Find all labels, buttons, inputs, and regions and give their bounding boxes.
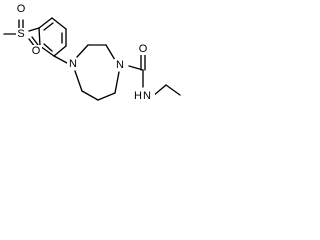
top-oxygen-label-background [16, 3, 27, 15]
carbonyl-oxygen-label-background [138, 43, 149, 55]
benzene-inner-double-bond-3 [43, 43, 53, 52]
benzene-bond-5 [39, 45, 55, 57]
right-nitrogen-label-background [114, 59, 126, 71]
diazepane-bond-right-nitrogen-to-lower-right-carbon [114, 71, 120, 94]
diazepane-bond-bottom-right [97, 92, 116, 101]
sulfur-to-aryl-bond [28, 27, 40, 32]
benzene-bond-4 [53, 45, 67, 57]
left-ring-nitrogen-label: N [69, 58, 77, 70]
amide-hydrogen-label: H [134, 90, 142, 102]
aryl-to-left-nitrogen-bond [53, 55, 68, 64]
benzene-inner-double-bond-1 [43, 22, 54, 31]
chemical-structure: S O O N N O N H [3, 3, 181, 102]
bottom-sulfonyl-oxygen-label: O [32, 45, 41, 57]
diazepane-bond-bottom-left [81, 90, 99, 101]
diazepane-bond-top-right-carbon-to-right-nitrogen [105, 44, 116, 61]
amide-nitrogen-label: N [143, 90, 151, 102]
sulfur-to-bottom-oxygen-bond-2 [31, 36, 39, 46]
benzene-bond-2 [51, 17, 67, 30]
sulfur-atom-label: S [17, 28, 24, 40]
diazepane-bond-left-nitrogen-to-top-left-carbon [76, 44, 89, 58]
benzene-bond-1 [38, 17, 53, 29]
bottom-oxygen-label-background [31, 45, 42, 57]
top-sulfonyl-oxygen-label: O [17, 3, 26, 15]
diazepane-bond-left-lower-carbon-to-left-nitrogen [74, 70, 83, 92]
amide-nh-label-background [134, 89, 155, 102]
benzene-bond-6 [38, 27, 41, 47]
amide-nitrogen-to-ethyl-bond [152, 84, 167, 97]
carbonyl-oxygen-label: O [139, 43, 148, 55]
sulfur-label-background [16, 28, 26, 40]
right-ring-nitrogen-label: N [116, 59, 124, 71]
ethyl-terminal-bond [165, 84, 181, 96]
left-nitrogen-label-background [67, 58, 78, 70]
